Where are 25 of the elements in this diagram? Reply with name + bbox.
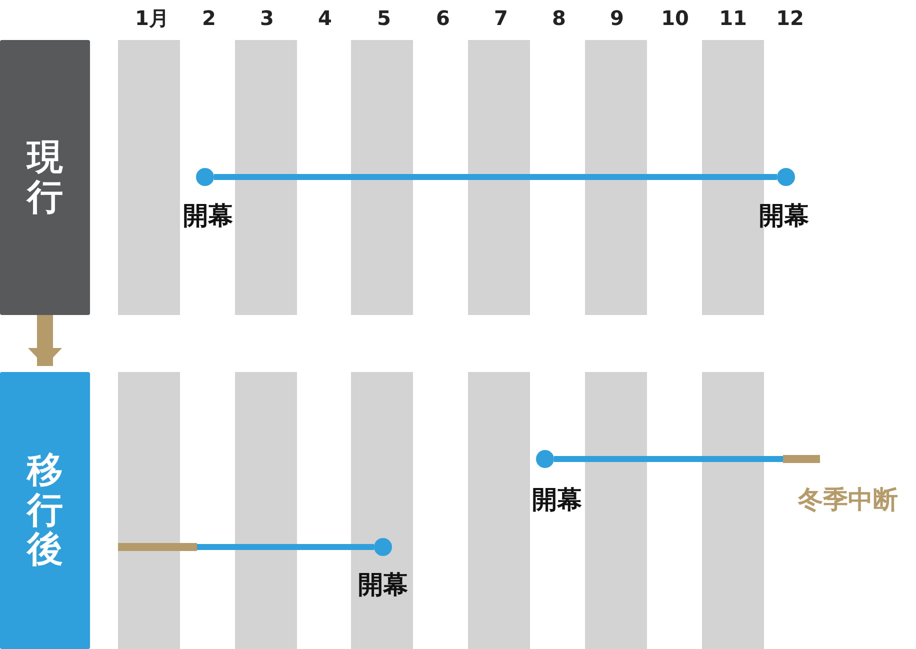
timeline-line [554,456,783,462]
winter-break-bar [118,543,197,551]
row-header: 現行 [0,40,90,315]
timeline-line [214,174,777,180]
month-label: 5 [377,5,391,32]
milestone-label: 開幕 [532,484,582,516]
break-label: 冬季中断 [798,484,898,516]
arrow [28,315,62,366]
milestone-label: 開幕 [183,200,233,232]
month-label: 12 [776,5,804,32]
row-header: 移行後 [0,372,90,649]
milestone-label: 開幕 [759,200,809,232]
month-label: 6 [436,5,450,32]
milestone-label: 開幕 [358,569,408,601]
timeline-line [197,544,374,550]
month-label: 3 [260,5,274,32]
month-label: 2 [202,5,216,32]
month-label: 7 [494,5,508,32]
month-label: 10 [661,5,689,32]
winter-break-bar [783,455,820,463]
month-label: 8 [552,5,566,32]
month-label: 9 [610,5,624,32]
month-label: 11 [719,5,747,32]
month-label: 1月 [135,5,169,32]
month-label: 4 [318,5,332,32]
